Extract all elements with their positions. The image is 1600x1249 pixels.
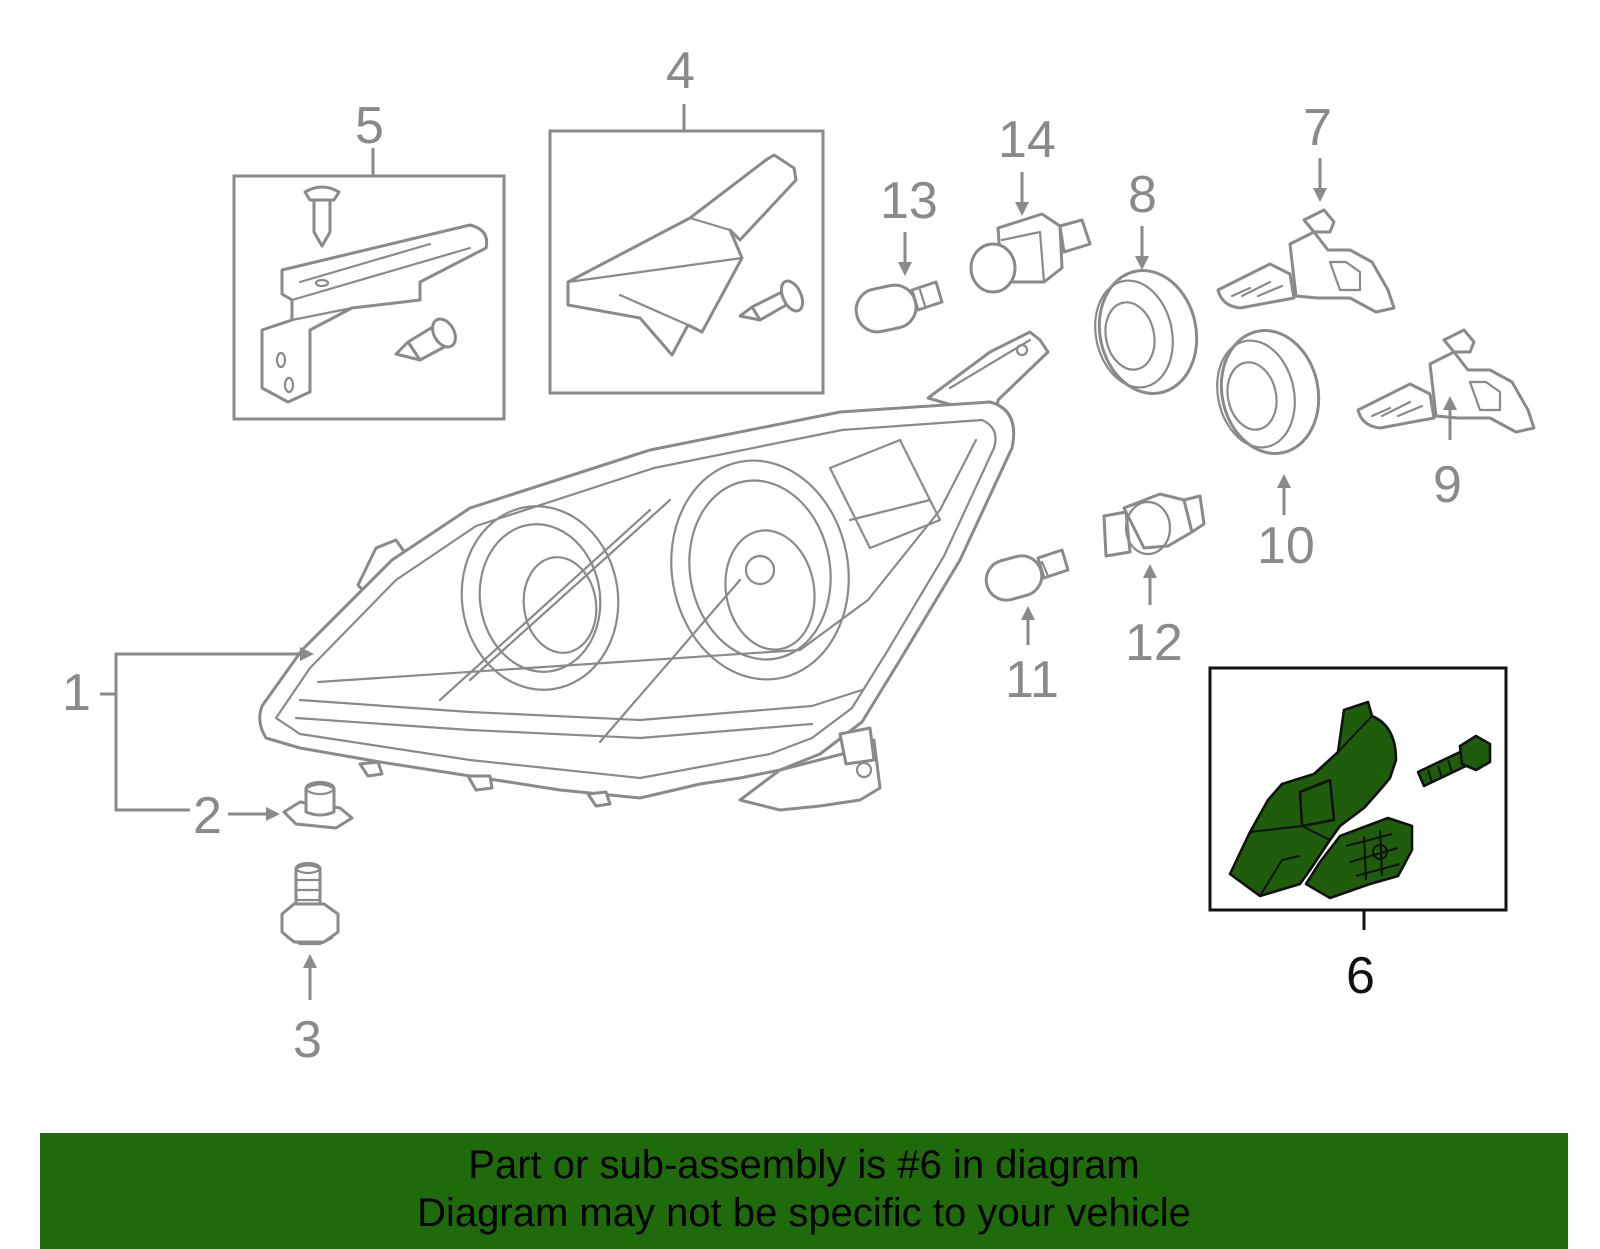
callout-6: 6 (1346, 947, 1375, 1005)
part-5-group[interactable]: 5 (232, 97, 506, 421)
part-4-group[interactable]: 4 (548, 42, 825, 395)
part-13-bulb[interactable]: 13 (852, 172, 944, 336)
part-9-bulb[interactable]: 9 (1356, 328, 1536, 514)
callout-9: 9 (1433, 456, 1462, 514)
part-6-group[interactable]: 6 (1208, 666, 1508, 1005)
callout-14: 14 (998, 111, 1056, 169)
part-12-socket[interactable]: 12 (1102, 492, 1206, 672)
callout-1-leader: 1 (62, 647, 314, 812)
callout-5: 5 (355, 97, 384, 155)
part-1-headlamp[interactable] (258, 330, 1050, 812)
callout-8: 8 (1128, 166, 1157, 224)
callout-10: 10 (1257, 517, 1315, 575)
part-7-bulb[interactable]: 7 (1216, 99, 1396, 314)
part-2-nut[interactable]: 2 (193, 780, 354, 845)
callout-1: 1 (62, 664, 91, 722)
callout-13: 13 (880, 172, 938, 230)
callout-11: 11 (1005, 651, 1059, 709)
part-14-socket[interactable]: 14 (969, 111, 1092, 294)
callout-2: 2 (193, 787, 222, 845)
callout-4: 4 (666, 42, 695, 100)
callout-7: 7 (1303, 99, 1332, 157)
part-11-bulb[interactable]: 11 (982, 548, 1070, 709)
part-8-ring[interactable]: 8 (1086, 166, 1208, 403)
banner-line-2: Diagram may not be specific to your vehi… (417, 1191, 1191, 1235)
info-banner: Part or sub-assembly is #6 in diagram Di… (40, 1133, 1568, 1249)
banner-line-1: Part or sub-assembly is #6 in diagram (468, 1143, 1140, 1187)
callout-3: 3 (293, 1011, 322, 1069)
callout-12: 12 (1125, 614, 1183, 672)
part-10-ring[interactable]: 10 (1208, 321, 1330, 575)
part-3-bolt[interactable]: 3 (280, 861, 340, 1069)
